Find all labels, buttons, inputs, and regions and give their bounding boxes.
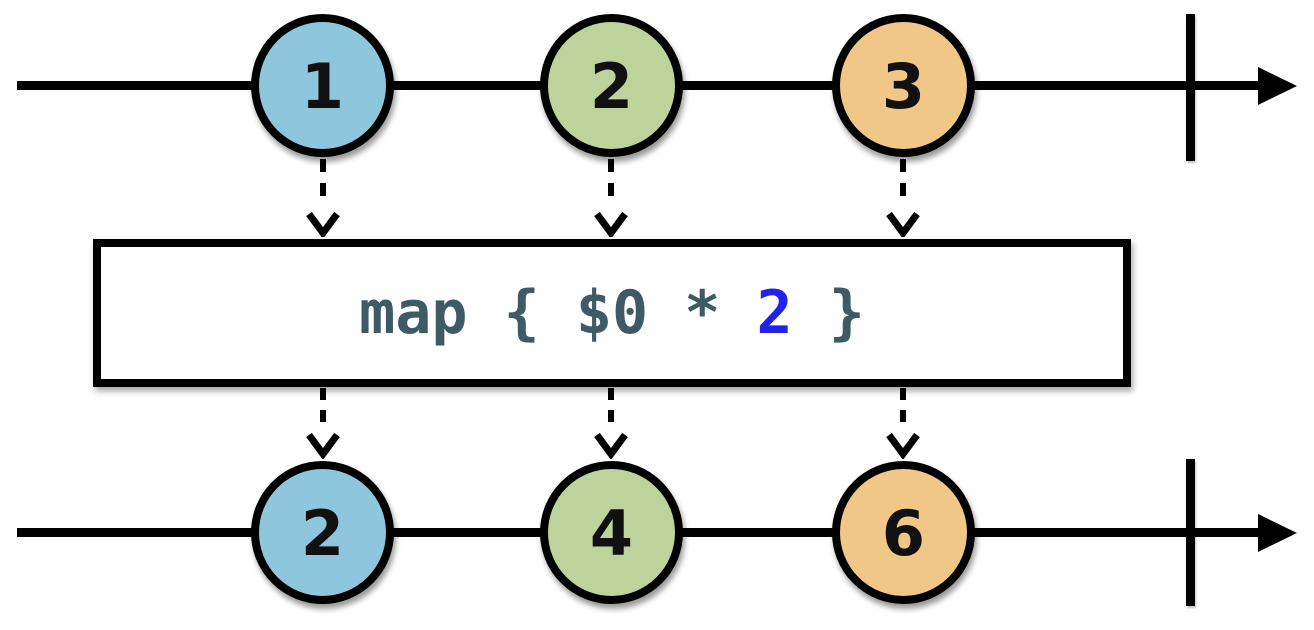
operator-code-suffix: } xyxy=(792,278,865,348)
output-timeline-arrowhead-icon xyxy=(1258,514,1297,552)
input-event-value-2: 2 xyxy=(589,49,634,123)
output-event-circle-2: 4 xyxy=(540,461,683,604)
operator-code-prefix: map { $0 * xyxy=(359,278,757,348)
output-event-value-1: 2 xyxy=(300,496,345,570)
input-to-operator-arrow-icon-2 xyxy=(594,159,628,237)
output-event-value-3: 6 xyxy=(881,496,926,570)
input-to-operator-arrow-icon-3 xyxy=(886,159,920,237)
input-to-operator-arrow-icon-1 xyxy=(306,159,340,237)
operator-to-output-arrow-icon-2 xyxy=(594,388,628,459)
operator-code: map { $0 * 2 } xyxy=(359,283,865,343)
input-timeline-arrowhead-icon xyxy=(1258,67,1297,105)
output-complete-bar xyxy=(1186,459,1195,606)
input-event-value-3: 3 xyxy=(881,49,926,123)
operator-code-argument: 2 xyxy=(756,278,793,348)
input-complete-bar xyxy=(1186,14,1195,161)
output-event-circle-1: 2 xyxy=(251,461,394,604)
input-event-circle-2: 2 xyxy=(540,14,683,157)
input-event-circle-3: 3 xyxy=(832,14,975,157)
operator-to-output-arrow-icon-1 xyxy=(306,388,340,459)
input-event-circle-1: 1 xyxy=(251,14,394,157)
operator-to-output-arrow-icon-3 xyxy=(886,388,920,459)
input-event-value-1: 1 xyxy=(300,49,345,123)
operator-box: map { $0 * 2 } xyxy=(93,239,1131,387)
output-event-value-2: 4 xyxy=(589,496,634,570)
output-event-circle-3: 6 xyxy=(832,461,975,604)
